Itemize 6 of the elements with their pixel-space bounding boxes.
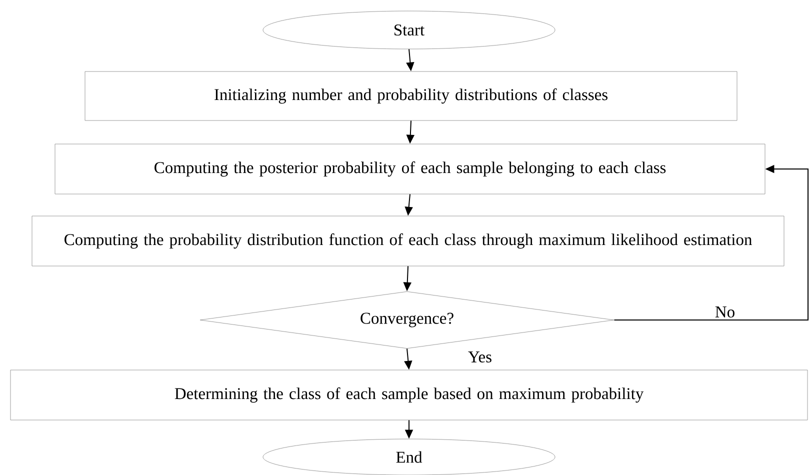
process-box: Computing the posterior probability of each sample belonging to each class	[54, 144, 766, 194]
process-box: Determining the class of each sample based on maximum probability	[10, 370, 808, 420]
edge-label: Yes	[467, 350, 493, 364]
process-box: Computing the probability distribution function of each class through maximum likelihood estimation	[32, 216, 784, 266]
process-box: Initializing number and probability distributions of classes	[84, 71, 738, 121]
edge-label: No	[714, 306, 736, 318]
